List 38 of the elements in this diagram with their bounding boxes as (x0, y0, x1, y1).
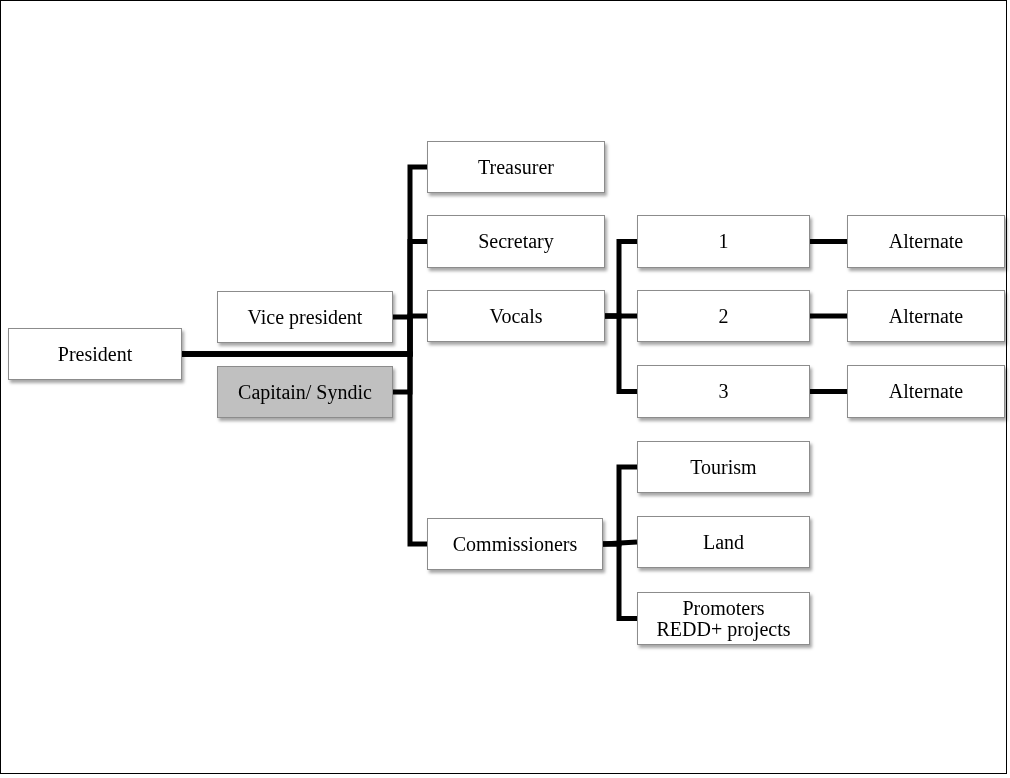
role-box (427, 215, 605, 268)
role-box (8, 328, 182, 380)
role-label: 1 (718, 231, 729, 252)
role-label: Vice president (247, 306, 363, 328)
connector-line (810, 239, 847, 244)
role-label: 3 (718, 381, 729, 402)
role-label: Vocals (489, 305, 543, 327)
role-box (427, 141, 605, 193)
role-label: Land (702, 531, 745, 553)
role-box (847, 215, 1005, 268)
role-box (427, 290, 605, 342)
role-box (637, 592, 810, 645)
connector-line (810, 313, 847, 319)
role-box (637, 290, 810, 342)
role-label: Alternate (888, 231, 964, 252)
role-box (637, 215, 810, 268)
role-label: 2 (718, 305, 729, 327)
connector-line (810, 389, 847, 394)
role-label: Secretary (478, 231, 554, 252)
role-box (847, 365, 1005, 418)
role-label: Capitain/ Syndic (238, 381, 372, 403)
role-box (217, 366, 393, 418)
role-box (427, 518, 603, 570)
role-box (847, 290, 1005, 342)
connector-line (602, 539, 638, 547)
role-box (637, 441, 810, 493)
role-label: Commissioners (452, 533, 578, 555)
role-label: President (57, 343, 133, 365)
role-box (217, 291, 393, 343)
role-label: Tourism (690, 456, 757, 478)
role-label: Alternate (888, 381, 964, 402)
connector-line (603, 541, 637, 621)
role-box (637, 365, 810, 418)
role-label: Promoters REDD+ projects (655, 597, 792, 640)
connector-line (605, 313, 637, 394)
role-label: Alternate (888, 305, 964, 327)
role-box (637, 516, 810, 568)
role-label: Treasurer (478, 156, 554, 178)
